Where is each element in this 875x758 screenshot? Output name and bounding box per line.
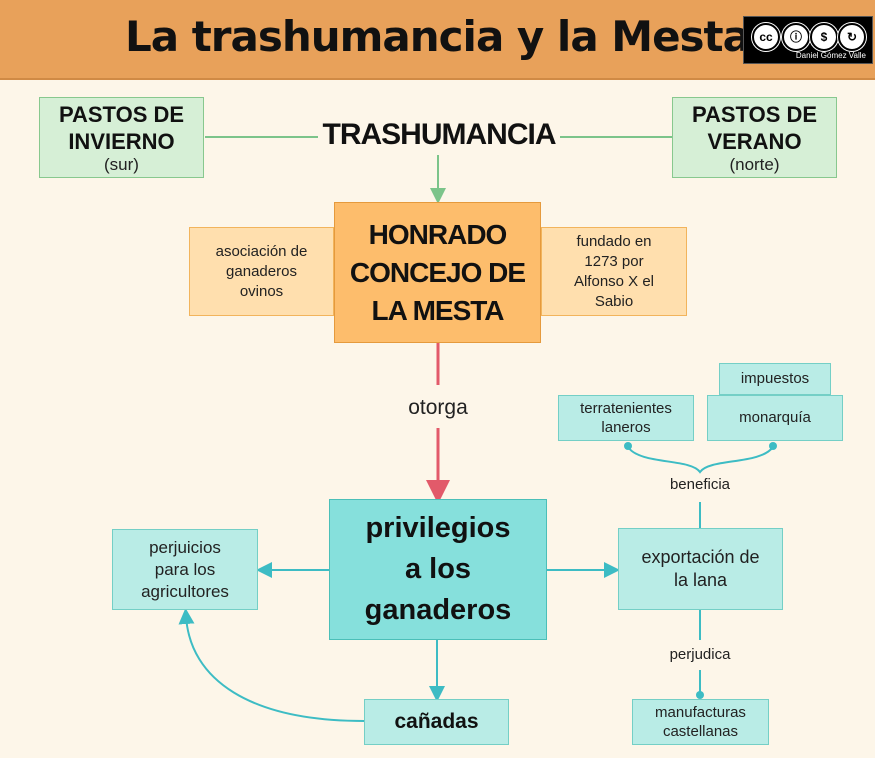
pastos-verano-sub: (norte) <box>729 154 780 174</box>
monarquia-box: monarquía <box>707 395 843 441</box>
exportacion-line1: exportación de <box>641 547 760 567</box>
manufacturas-line2: castellanas <box>662 723 739 740</box>
terratenientes-box: terratenientes laneros <box>558 395 694 441</box>
perjudica-label: perjudica <box>669 646 731 663</box>
fundado-box: fundado en 1273 por Alfonso X el Sabio <box>541 227 687 316</box>
header-bar <box>0 0 875 80</box>
perjuicios-line3: agricultores <box>141 581 229 601</box>
cc-icon: cc <box>752 23 780 51</box>
perjuicios-line1: perjuicios <box>149 537 221 557</box>
beneficia-label: beneficia <box>669 476 731 493</box>
nc-icon: $ <box>810 23 838 51</box>
privilegios-line3: ganaderos <box>364 594 512 626</box>
monarquia-text: monarquía <box>739 409 811 426</box>
mesta-line3: LA MESTA <box>371 294 505 326</box>
privilegios-line1: privilegios <box>365 512 511 544</box>
privilegios-box: privilegios a los ganaderos <box>329 499 547 640</box>
sa-icon: ↻ <box>838 23 866 51</box>
impuestos-text: impuestos <box>740 370 810 387</box>
asociacion-box: asociación de ganaderos ovinos <box>189 227 334 316</box>
mesta-line2: CONCEJO DE <box>349 256 526 288</box>
fundado-line4: Sabio <box>594 292 634 310</box>
asociacion-line3: ovinos <box>239 282 284 300</box>
pastos-invierno-line1: PASTOS DE <box>58 101 185 127</box>
mesta-box: HONRADO CONCEJO DE LA MESTA <box>334 202 541 343</box>
manufacturas-line1: manufacturas <box>655 704 746 721</box>
pastos-invierno-box: PASTOS DE INVIERNO (sur) <box>39 97 204 178</box>
perjuicios-line2: para los <box>154 559 216 579</box>
terratenientes-line1: terratenientes <box>580 400 672 417</box>
privilegios-line2: a los <box>404 553 472 585</box>
pastos-verano-box: PASTOS DE VERANO (norte) <box>672 97 837 178</box>
license-caption: Daniel Gómez Valle <box>795 51 866 60</box>
pastos-verano-line1: PASTOS DE <box>691 101 818 127</box>
pastos-verano-line2: VERANO <box>707 128 802 154</box>
cc-license-badge: cc ⓘ $ ↻ Daniel Gómez Valle <box>743 16 873 64</box>
by-icon: ⓘ <box>782 23 810 51</box>
impuestos-box: impuestos <box>719 363 831 395</box>
page-title: La trashumancia y la Mesta <box>125 12 751 61</box>
pastos-invierno-line2: INVIERNO <box>68 128 175 154</box>
mesta-line1: HONRADO <box>368 218 508 250</box>
perjuicios-box: perjuicios para los agricultores <box>112 529 258 610</box>
exportacion-line2: la lana <box>673 570 728 590</box>
fundado-line3: Alfonso X el <box>573 272 655 290</box>
asociacion-line2: ganaderos <box>226 262 297 280</box>
exportacion-box: exportación de la lana <box>618 528 783 610</box>
otorga-label: otorga <box>378 396 498 420</box>
manufacturas-box: manufacturas castellanas <box>632 699 769 745</box>
pastos-invierno-sub: (sur) <box>104 154 139 174</box>
canadas-box: cañadas <box>364 699 509 745</box>
trashumancia-label: TRASHUMANCIA <box>322 118 557 151</box>
fundado-line2: 1273 por <box>584 252 644 270</box>
fundado-line1: fundado en <box>576 232 652 250</box>
canadas-text: cañadas <box>394 710 479 733</box>
terratenientes-line2: laneros <box>601 419 651 436</box>
asociacion-line1: asociación de <box>215 242 308 260</box>
